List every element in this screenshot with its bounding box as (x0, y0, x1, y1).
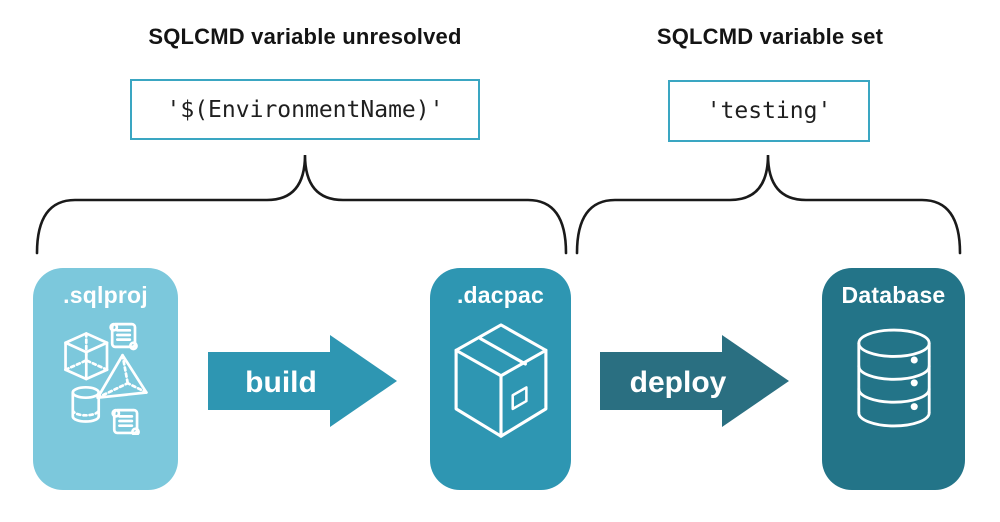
deploy-arrow: deploy (600, 335, 789, 427)
sql-objects-icon (63, 321, 151, 435)
build-arrow-shape (208, 335, 397, 427)
build-arrow-label: build (245, 366, 317, 399)
codebox-environment-name: '$(EnvironmentName)' (130, 79, 480, 140)
package-icon (452, 323, 550, 445)
stage-label-database: Database (841, 282, 946, 308)
build-arrow: build (208, 335, 397, 427)
deploy-arrow-shape (600, 335, 789, 427)
heading-variable-set: SQLCMD variable set (656, 24, 884, 49)
stage-card-sqlproj: .sqlproj (33, 268, 178, 490)
stage-label-dacpac: .dacpac (456, 282, 545, 308)
heading-variable-unresolved: SQLCMD variable unresolved (148, 24, 462, 49)
database-icon (850, 326, 938, 430)
stage-label-sqlproj: .sqlproj (63, 282, 148, 308)
right-brace (575, 154, 962, 255)
code-value-unresolved: '$(EnvironmentName)' (166, 96, 444, 123)
left-brace (35, 154, 568, 255)
deploy-arrow-label: deploy (630, 366, 727, 399)
code-value-set: 'testing' (706, 98, 832, 124)
stage-card-dacpac: .dacpac (430, 268, 571, 490)
codebox-testing: 'testing' (668, 80, 870, 142)
stage-card-database: Database (822, 268, 965, 490)
